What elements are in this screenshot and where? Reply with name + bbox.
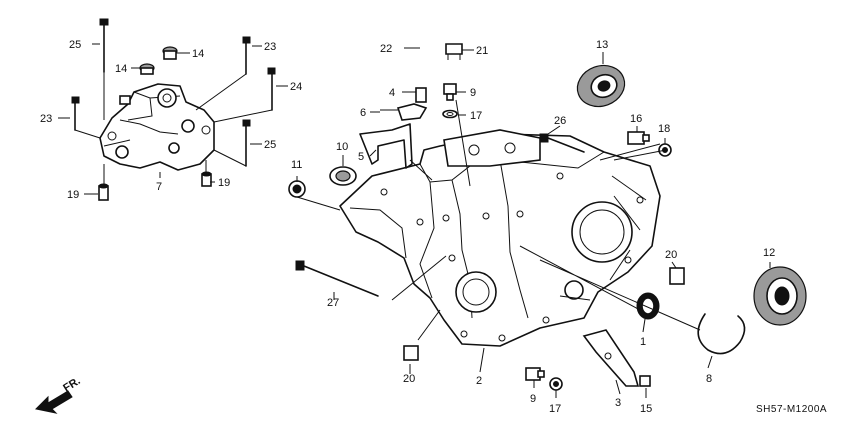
dowel-20-left — [403, 345, 419, 361]
tube-joint-4 — [415, 87, 427, 103]
callout-17-bottom: 17 — [549, 403, 561, 415]
bolt-15 — [639, 375, 651, 387]
plug-11 — [288, 180, 306, 198]
callout-20-left: 20 — [403, 373, 415, 385]
front-direction-indicator: FR. — [34, 375, 83, 414]
transmission-case — [339, 129, 661, 347]
callout-25-right: 25 — [264, 139, 276, 151]
hose-clip-21 — [445, 43, 463, 60]
breather-fitting-9 — [443, 83, 457, 101]
washer-17-top — [442, 109, 458, 119]
callout-7: 7 — [156, 181, 162, 193]
callout-23-top: 23 — [264, 41, 276, 53]
bolt-23-left — [71, 96, 80, 131]
callout-11: 11 — [291, 159, 302, 171]
callout-23-left: 23 — [40, 113, 52, 125]
callout-16: 16 — [630, 113, 642, 125]
seal-14-left — [139, 63, 155, 75]
callout-27: 27 — [327, 297, 339, 309]
callout-4: 4 — [389, 87, 395, 99]
callout-8: 8 — [706, 373, 712, 385]
callout-3: 3 — [615, 397, 621, 409]
breather-cap-6 — [380, 103, 428, 121]
callout-2: 2 — [476, 375, 482, 387]
dowel-19-left — [98, 183, 109, 201]
callout-19-left: 19 — [67, 189, 79, 201]
callout-17-top: 17 — [470, 110, 482, 122]
callout-10: 10 — [336, 141, 348, 153]
callout-15: 15 — [640, 403, 652, 415]
bolt-25-right — [242, 119, 251, 167]
seal-14-top — [162, 46, 190, 60]
long-bolt-27 — [295, 260, 379, 297]
diagram-code: SH57-M1200A — [756, 404, 827, 415]
baffle-plate-1 — [636, 292, 660, 320]
bracket-5 — [359, 123, 413, 169]
callout-18: 18 — [658, 123, 670, 135]
breather-tube — [419, 8, 460, 94]
sensor-16 — [627, 131, 650, 145]
bearing-12 — [753, 266, 807, 326]
callout-labels: 25 14 14 23 24 23 25 19 7 19 22 21 4 9 6… — [40, 39, 775, 415]
callout-14-top: 14 — [192, 48, 204, 60]
callout-6: 6 — [360, 107, 366, 119]
bolt-24 — [267, 67, 276, 111]
callout-21: 21 — [476, 45, 488, 57]
callout-14-left: 14 — [115, 63, 127, 75]
callout-9-bottom: 9 — [530, 393, 536, 405]
pump-housing-assembly — [99, 83, 215, 171]
plug-10 — [329, 166, 357, 186]
callout-24: 24 — [290, 81, 302, 93]
callout-5: 5 — [358, 151, 364, 163]
callout-19-right: 19 — [218, 177, 230, 189]
washer-17-bottom — [549, 377, 563, 391]
drain-bolt-9 — [525, 367, 545, 381]
bracket-3 — [582, 329, 640, 387]
callout-13: 13 — [596, 39, 608, 51]
snap-ring-8 — [697, 313, 746, 355]
oil-seal-13 — [576, 64, 626, 108]
dowel-19-right — [201, 171, 212, 187]
bolt-23-top — [242, 36, 251, 75]
bolt-25-top — [99, 18, 109, 73]
callout-20-right: 20 — [665, 249, 677, 261]
callout-22: 22 — [380, 43, 392, 55]
front-label: FR. — [61, 375, 82, 395]
callout-25-top: 25 — [69, 39, 81, 51]
callout-9-top: 9 — [470, 87, 476, 99]
bolt-26 — [539, 133, 585, 153]
front-arrow-icon — [34, 390, 73, 414]
callout-1: 1 — [640, 336, 646, 348]
callout-12: 12 — [763, 247, 775, 259]
dowel-20-right — [669, 267, 685, 285]
callout-26: 26 — [554, 115, 566, 127]
leader-lines — [58, 43, 771, 398]
